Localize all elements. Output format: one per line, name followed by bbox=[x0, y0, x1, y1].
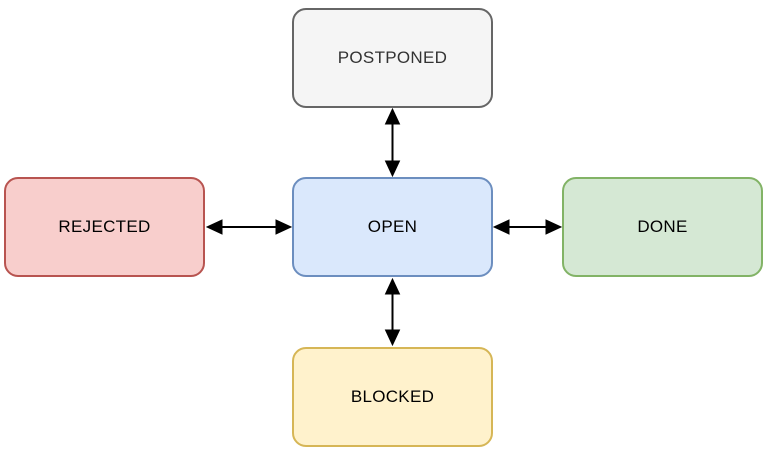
arrow-open-done bbox=[492, 219, 563, 235]
arrow-open-blocked bbox=[384, 277, 401, 347]
arrowhead-right-icon bbox=[545, 219, 563, 235]
node-rejected: REJECTED bbox=[4, 177, 205, 277]
arrowhead-down-icon bbox=[384, 329, 401, 347]
arrowhead-left-icon bbox=[205, 219, 223, 235]
arrowhead-right-icon bbox=[275, 219, 293, 235]
arrowhead-down-icon bbox=[384, 160, 401, 178]
node-done: DONE bbox=[562, 177, 763, 277]
node-open: OPEN bbox=[292, 177, 493, 277]
arrow-open-postponed bbox=[384, 107, 401, 178]
node-done-label: DONE bbox=[637, 217, 688, 236]
arrowhead-left-icon bbox=[492, 219, 510, 235]
node-postponed-label: POSTPONED bbox=[337, 48, 448, 67]
arrowhead-up-icon bbox=[384, 277, 401, 295]
node-blocked-label: BLOCKED bbox=[350, 387, 435, 406]
node-postponed: POSTPONED bbox=[292, 8, 493, 108]
node-open-label: OPEN bbox=[367, 217, 418, 236]
arrow-open-rejected bbox=[205, 219, 293, 235]
node-rejected-label: REJECTED bbox=[58, 217, 151, 236]
arrowhead-up-icon bbox=[384, 107, 401, 125]
node-blocked: BLOCKED bbox=[292, 347, 493, 447]
